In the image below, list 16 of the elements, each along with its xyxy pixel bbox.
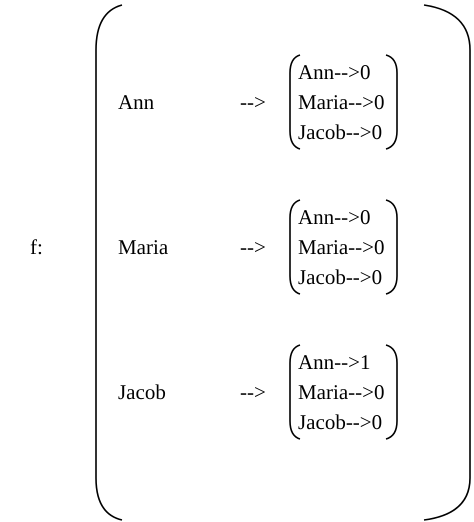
- mapping-arrow-text: -->: [240, 235, 266, 259]
- domain-label: Maria: [118, 235, 168, 259]
- mapping-arrow-text: -->: [240, 90, 266, 114]
- vector-entry: Ann-->0: [298, 60, 370, 84]
- vector-entry: Ann-->1: [298, 350, 370, 374]
- vector-entry: Ann-->0: [298, 205, 370, 229]
- vector-entry: Maria-->0: [298, 90, 384, 114]
- function-name: f:: [30, 235, 43, 259]
- vector-entry: Jacob-->0: [298, 410, 382, 434]
- mapping-arrow-text: -->: [240, 380, 266, 404]
- domain-label: Ann: [118, 90, 154, 114]
- vector-entry: Maria-->0: [298, 380, 384, 404]
- vector-entry: Jacob-->0: [298, 120, 382, 144]
- vector-entry: Maria-->0: [298, 235, 384, 259]
- domain-label: Jacob: [118, 380, 166, 404]
- vector-entry: Jacob-->0: [298, 265, 382, 289]
